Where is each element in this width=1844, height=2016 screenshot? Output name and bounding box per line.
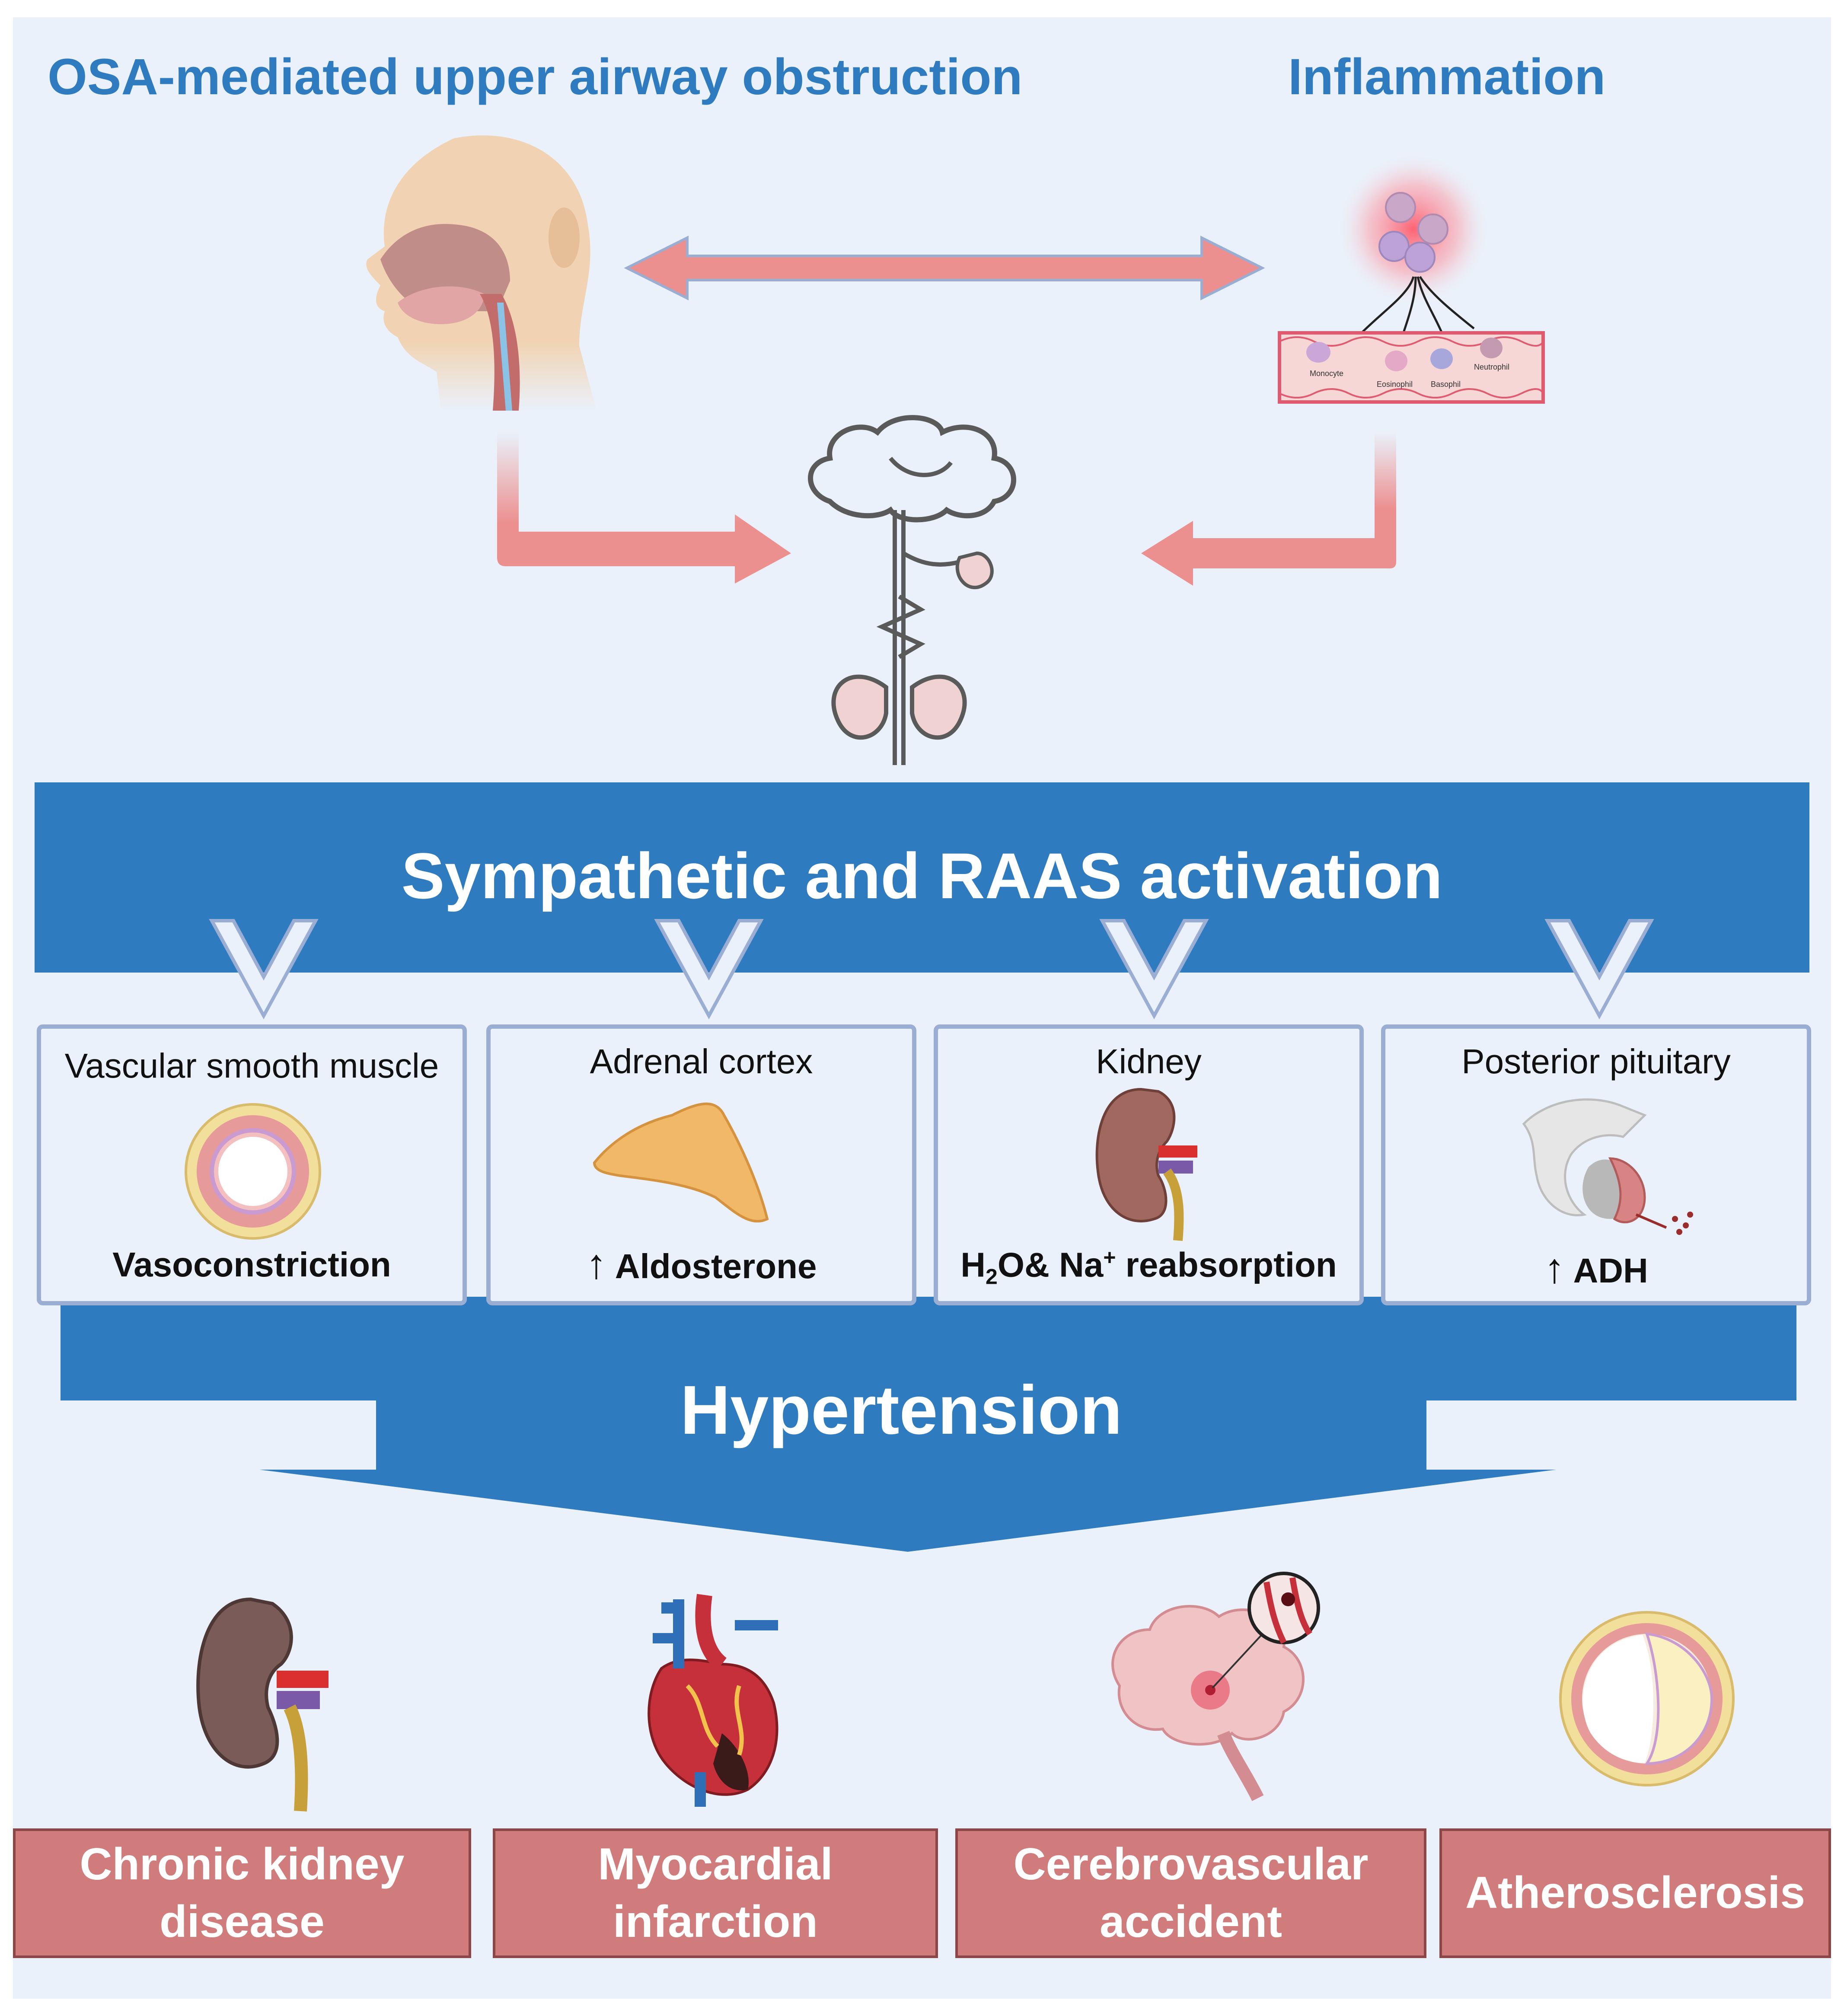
outcome-atherosclerosis: Atherosclerosis bbox=[1439, 1828, 1831, 1958]
chevron-down-icon-1 bbox=[209, 919, 319, 1020]
chevron-down-icon-4 bbox=[1544, 919, 1654, 1020]
outcome-line1: Myocardial bbox=[598, 1839, 833, 1889]
target-title: Kidney bbox=[1096, 1042, 1202, 1081]
outcome-line2: infarction bbox=[613, 1897, 818, 1947]
diseased-kidney-icon bbox=[196, 1597, 329, 1812]
target-effect: Vasoconstriction bbox=[112, 1245, 391, 1284]
head-airway-illustration bbox=[366, 135, 597, 411]
chevron-down-icon-3 bbox=[1099, 919, 1209, 1020]
left-elbow-arrow bbox=[497, 432, 791, 584]
water-h: H bbox=[960, 1245, 986, 1284]
target-effect: ↑ ADH bbox=[1385, 1245, 1807, 1292]
inflammation-title: Inflammation bbox=[1288, 48, 1606, 105]
atherosclerotic-artery-icon bbox=[1559, 1611, 1735, 1786]
target-title: Posterior pituitary bbox=[1461, 1042, 1731, 1081]
target-title: Adrenal cortex bbox=[590, 1042, 813, 1081]
outcome-line2: disease bbox=[160, 1897, 325, 1947]
right-elbow-arrow bbox=[1141, 432, 1396, 586]
basophil-label: Basophil bbox=[1431, 380, 1461, 389]
target-effect: H2O& Na+ reabsorption bbox=[938, 1245, 1359, 1289]
outcome-line1: Cerebrovascular bbox=[1013, 1839, 1369, 1889]
target-effect: ↑ Aldosterone bbox=[491, 1241, 912, 1288]
activation-band-label: Sympathetic and RAAS activation bbox=[401, 839, 1443, 912]
brain-nerve-organs-icon bbox=[808, 415, 1016, 765]
neutrophil-label: Neutrophil bbox=[1474, 363, 1509, 371]
hypertension-band-stem bbox=[376, 1396, 1426, 1470]
brain-stroke-icon bbox=[1111, 1572, 1320, 1801]
target-title: Vascular smooth muscle bbox=[64, 1046, 439, 1085]
aldosterone-text: Aldosterone bbox=[615, 1247, 817, 1286]
target-box-kidney: Kidney H2O& Na+ reabsorption bbox=[934, 1024, 1364, 1305]
hypertension-band bbox=[61, 1297, 1796, 1400]
heart-infarction-icon bbox=[648, 1594, 778, 1807]
outcome-cerebrovascular-accident: Cerebrovascular accident bbox=[955, 1828, 1426, 1958]
monocyte-label: Monocyte bbox=[1310, 369, 1343, 378]
activation-band bbox=[35, 782, 1809, 973]
inflammation-cells-illustration: Monocyte Eosinophil Basophil Neutrophil bbox=[1278, 156, 1545, 404]
pituitary-gland-icon bbox=[1522, 1098, 1693, 1235]
kidney-icon bbox=[1095, 1088, 1197, 1241]
outcome-myocardial-infarction: Myocardial infarction bbox=[493, 1828, 938, 1958]
hypertension-arrowhead bbox=[259, 1470, 1556, 1552]
up-arrow-icon: ↑ bbox=[586, 1241, 607, 1287]
adrenal-gland-icon bbox=[593, 1102, 769, 1223]
water-sodium: O& Na bbox=[997, 1245, 1104, 1284]
outcome-line1: Chronic kidney bbox=[80, 1839, 405, 1889]
outcome-line2: accident bbox=[1100, 1897, 1282, 1947]
chevron-down-icon-2 bbox=[654, 919, 764, 1020]
target-box-posterior-pituitary: Posterior pituitary ↑ ADH bbox=[1381, 1024, 1811, 1305]
blood-vessel-cross-section-icon bbox=[185, 1103, 321, 1240]
eosinophil-label: Eosinophil bbox=[1377, 380, 1413, 389]
adh-text: ADH bbox=[1573, 1251, 1648, 1290]
reabsorption-text: reabsorption bbox=[1116, 1245, 1337, 1284]
outcome-line1: Atherosclerosis bbox=[1465, 1868, 1806, 1918]
osa-title: OSA-mediated upper airway obstruction bbox=[48, 48, 1023, 105]
water-subscript: 2 bbox=[986, 1264, 998, 1289]
up-arrow-icon: ↑ bbox=[1544, 1245, 1565, 1292]
bidirectional-arrow bbox=[624, 236, 1265, 300]
hypertension-label: Hypertension bbox=[680, 1371, 1123, 1448]
sodium-superscript: + bbox=[1103, 1245, 1116, 1270]
target-box-adrenal-cortex: Adrenal cortex ↑ Aldosterone bbox=[486, 1024, 916, 1305]
outcome-chronic-kidney-disease: Chronic kidney disease bbox=[13, 1828, 471, 1958]
target-box-vascular-smooth-muscle: Vascular smooth muscle Vasoconstriction bbox=[37, 1024, 467, 1305]
